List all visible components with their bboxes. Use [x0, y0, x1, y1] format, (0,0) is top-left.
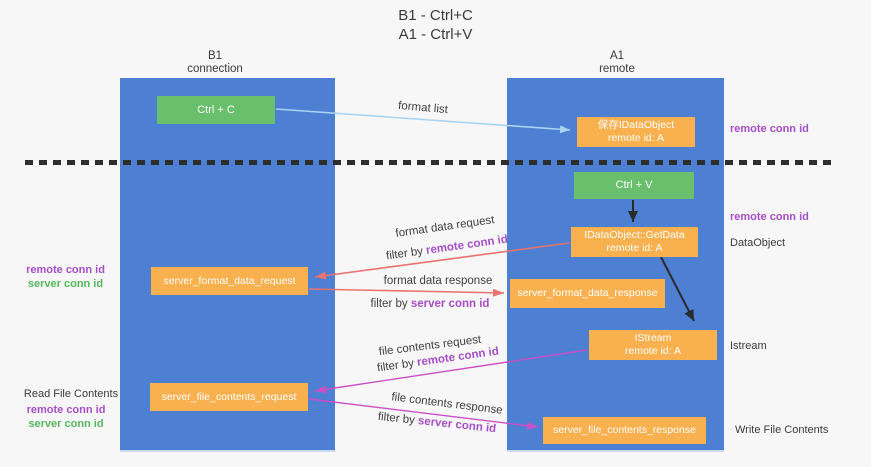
- title-line-1: B1 - Ctrl+C: [398, 7, 473, 24]
- label-format-list: format list: [397, 99, 449, 117]
- label-read-file-contents: Read File Contents: [23, 388, 119, 400]
- node-save-idataobject: 保存IDataObject remote id: A: [577, 117, 695, 147]
- label-left-bottom-server-conn-id: server conn id: [28, 418, 104, 430]
- label-left-top-server-conn-id: server conn id: [27, 278, 104, 290]
- node-getdata-line1: IDataObject::GetData: [584, 229, 685, 241]
- node-file-response-label: server_file_contents_response: [552, 424, 696, 436]
- label-left-top-remote-conn-id: remote conn id: [26, 264, 105, 276]
- node-server-format-data-request: server_format_data_request: [151, 267, 308, 295]
- label-istream: Istream: [730, 340, 767, 352]
- node-format-request-label: server_format_data_request: [163, 274, 296, 287]
- filter-key-remote-conn-id: remote conn id: [425, 233, 509, 257]
- node-ctrl-v-label: Ctrl + V: [615, 179, 653, 191]
- node-istream: IStream remote id: A: [589, 330, 717, 360]
- node-ctrl-c: Ctrl + C: [157, 96, 275, 124]
- title-line-2: A1 - Ctrl+V: [398, 26, 473, 43]
- label-dataobject: DataObject: [730, 237, 786, 249]
- label-remote-conn-id-top: remote conn id: [730, 123, 809, 135]
- label-filter-server-conn-2: filter by server conn id: [377, 411, 496, 435]
- node-save-idataobject-line2: remote id: A: [607, 132, 665, 144]
- node-format-response-label: server_format_data_response: [517, 287, 658, 299]
- lane-b1-name: B1: [207, 50, 223, 62]
- filter-prefix: filter by: [385, 244, 427, 263]
- node-ctrl-c-label: Ctrl + C: [197, 103, 235, 116]
- label-filter-server-conn-1: filter by server conn id: [371, 298, 490, 310]
- label-remote-conn-id-mid: remote conn id: [730, 211, 809, 223]
- label-left-bottom-remote-conn-id: remote conn id: [26, 404, 106, 416]
- node-ctrl-v: Ctrl + V: [574, 172, 694, 199]
- node-server-file-contents-request: server_file_contents_request: [150, 383, 308, 411]
- node-server-format-data-response: server_format_data_response: [510, 279, 665, 308]
- node-istream-line1: IStream: [634, 332, 672, 344]
- lane-header-b1: B1 connection: [120, 50, 310, 76]
- lane-header-a1: A1 remote: [507, 50, 727, 76]
- lane-b1-role: connection: [187, 63, 243, 75]
- node-istream-line2: remote id: A: [624, 345, 682, 357]
- filter-prefix: filter by: [370, 298, 411, 310]
- arrow-format-data-response: [308, 288, 505, 297]
- diagram-title: B1 - Ctrl+C A1 - Ctrl+V: [0, 6, 871, 44]
- label-left-top-conn-ids: remote conn id server conn id: [18, 263, 113, 291]
- label-format-data-response: format data response: [383, 275, 493, 287]
- node-server-file-contents-response: server_file_contents_response: [543, 417, 706, 444]
- filter-key-server-conn-id: server conn id: [417, 415, 497, 436]
- label-left-bottom-conn-ids: remote conn id server conn id: [18, 403, 114, 431]
- filter-prefix: filter by: [377, 410, 419, 427]
- node-file-request-label: server_file_contents_request: [161, 390, 297, 403]
- lane-a1-role: remote: [599, 63, 635, 75]
- lane-a1-name: A1: [609, 50, 625, 62]
- node-save-idataobject-line1: 保存IDataObject: [597, 119, 675, 131]
- dashed-separator: [25, 160, 831, 165]
- label-write-file-contents: Write File Contents: [735, 424, 829, 436]
- node-getdata-line2: remote id: A: [606, 242, 663, 254]
- filter-prefix: filter by: [376, 356, 418, 375]
- node-idataobject-getdata: IDataObject::GetData remote id: A: [571, 227, 698, 257]
- label-format-data-request: format data request: [394, 214, 496, 240]
- filter-key-server-conn-id: server conn id: [410, 298, 490, 310]
